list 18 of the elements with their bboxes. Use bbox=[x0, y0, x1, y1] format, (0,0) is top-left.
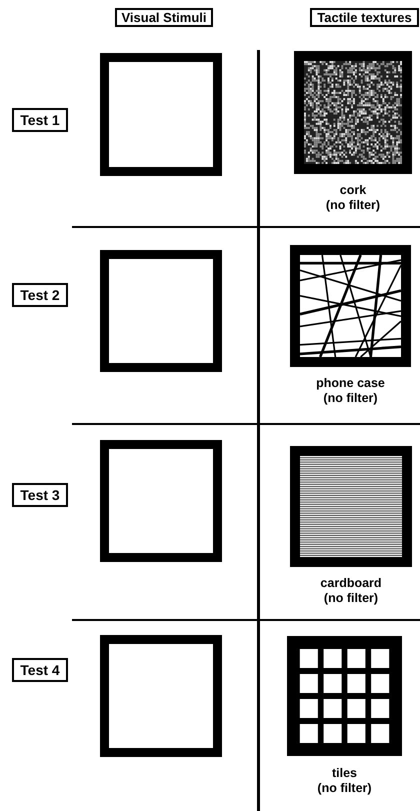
empty-square bbox=[100, 635, 222, 757]
row-label: Test 3 bbox=[12, 483, 68, 507]
column-heading: Tactile textures bbox=[310, 8, 419, 27]
row-label: Test 4 bbox=[12, 658, 68, 682]
row-label: Test 1 bbox=[12, 108, 68, 132]
texture-caption: cardboard (no filter) bbox=[319, 576, 383, 606]
texture-drawing bbox=[287, 636, 402, 756]
texture-drawing bbox=[290, 245, 411, 367]
column-heading: Visual Stimuli bbox=[115, 8, 213, 27]
texture-caption: phone case (no filter) bbox=[315, 376, 386, 406]
empty-square bbox=[100, 53, 222, 176]
texture-caption: cork (no filter) bbox=[324, 183, 382, 213]
empty-square bbox=[100, 440, 222, 562]
texture-drawing bbox=[294, 51, 412, 174]
texture-caption: tiles (no filter) bbox=[316, 766, 373, 796]
row-label: Test 2 bbox=[12, 283, 68, 307]
empty-square bbox=[100, 250, 222, 372]
texture-drawing bbox=[290, 446, 412, 567]
